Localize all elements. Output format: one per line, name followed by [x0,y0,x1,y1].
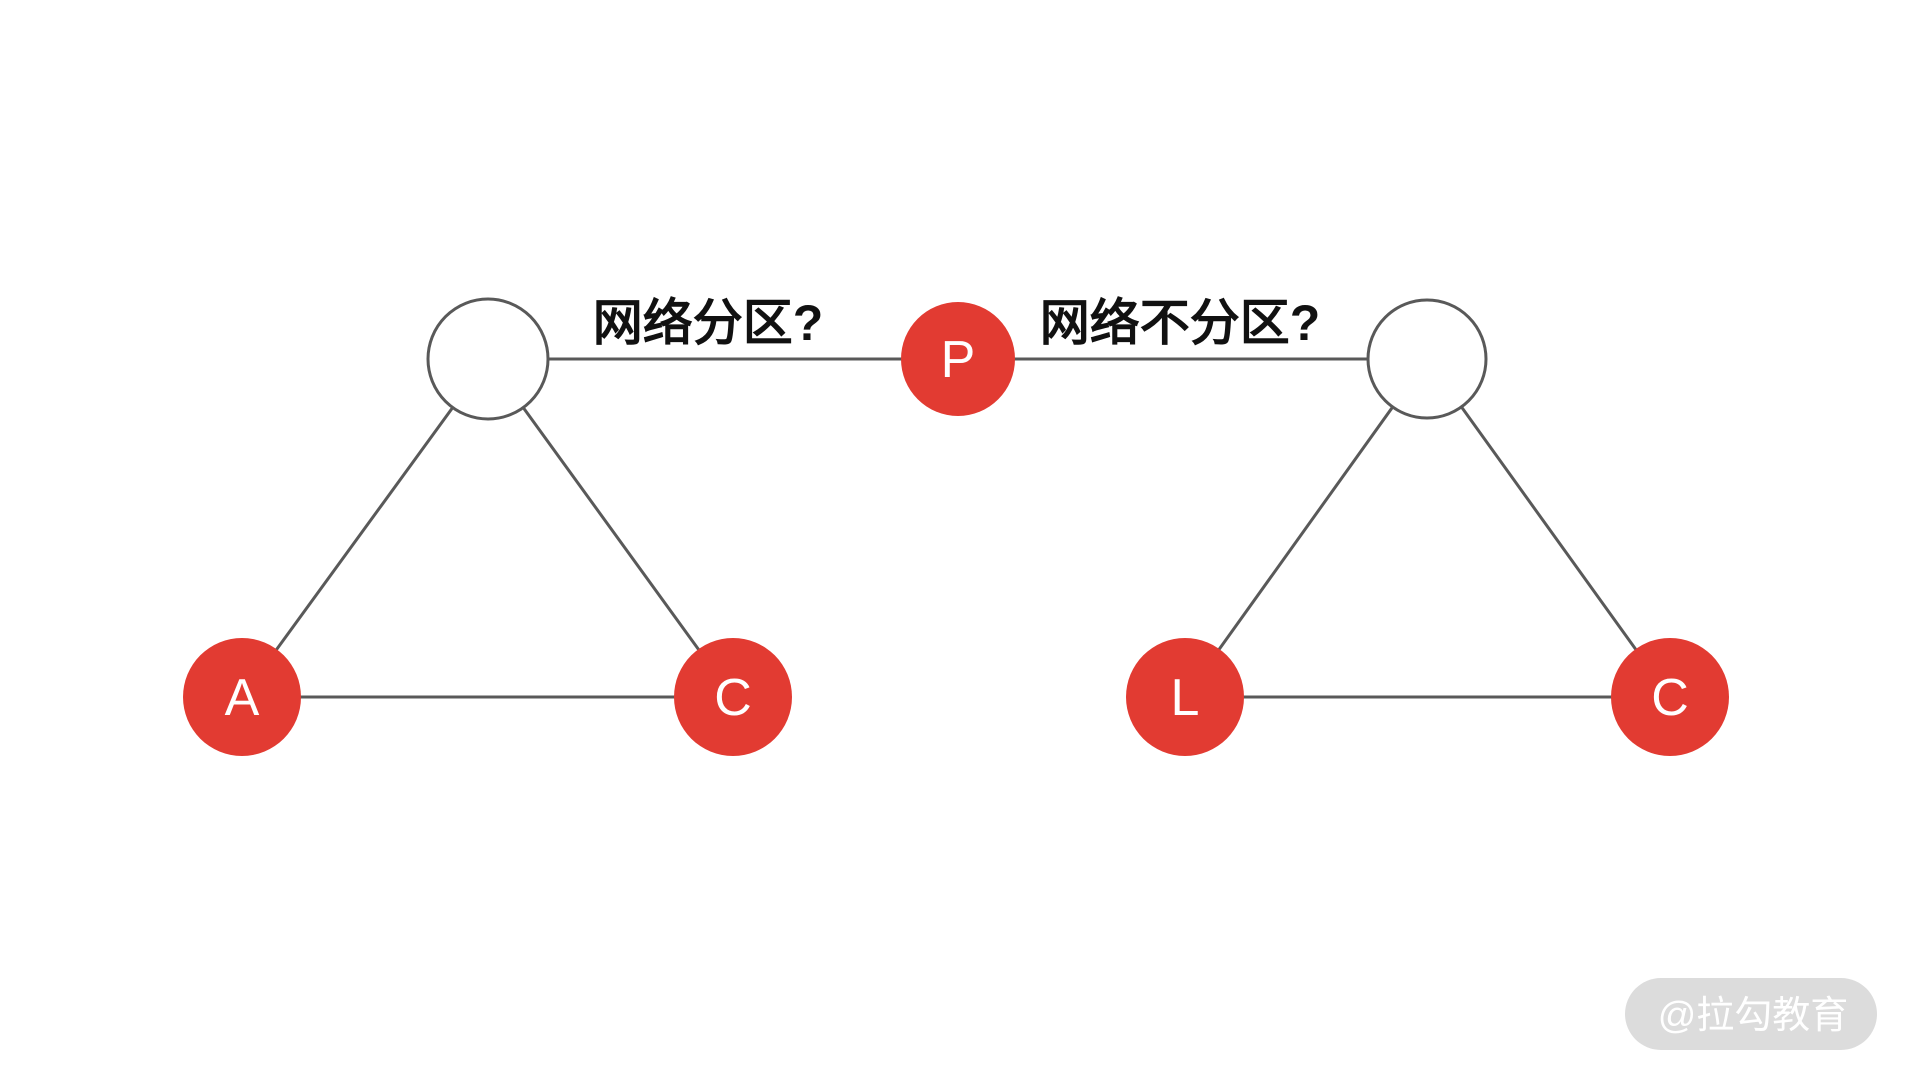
node-a-circle [183,638,301,756]
node-a: A [183,638,301,756]
edge-lefttop-to-c [486,358,735,698]
node-l: L [1126,638,1244,756]
watermark-pill [1625,978,1877,1050]
node-c-left: C [674,638,792,756]
node-c-left-circle [674,638,792,756]
label-network-partition: 网络分区? [593,295,824,351]
watermark-badge: @拉勾教育 [1625,978,1877,1050]
node-blank-right [1366,298,1488,420]
node-c-right-label: C [1651,669,1689,727]
edge-group [240,357,1672,699]
edge-righttop-to-c [1425,358,1672,698]
watermark-text: @拉勾教育 [1658,995,1849,1037]
node-l-circle [1126,638,1244,756]
node-p-circle [901,302,1015,416]
edge-lefttop-to-a [240,358,490,698]
node-c-right: C [1611,638,1729,756]
node-l-label: L [1171,669,1200,727]
node-a-label: A [225,669,260,727]
node-p: P [901,302,1015,416]
node-c-left-label: C [714,669,752,727]
node-c-right-circle [1611,638,1729,756]
node-p-label: P [941,331,976,389]
label-network-no-partition: 网络不分区? [1040,295,1321,351]
node-blank-left [426,297,550,421]
edge-righttop-to-l [1183,358,1429,698]
